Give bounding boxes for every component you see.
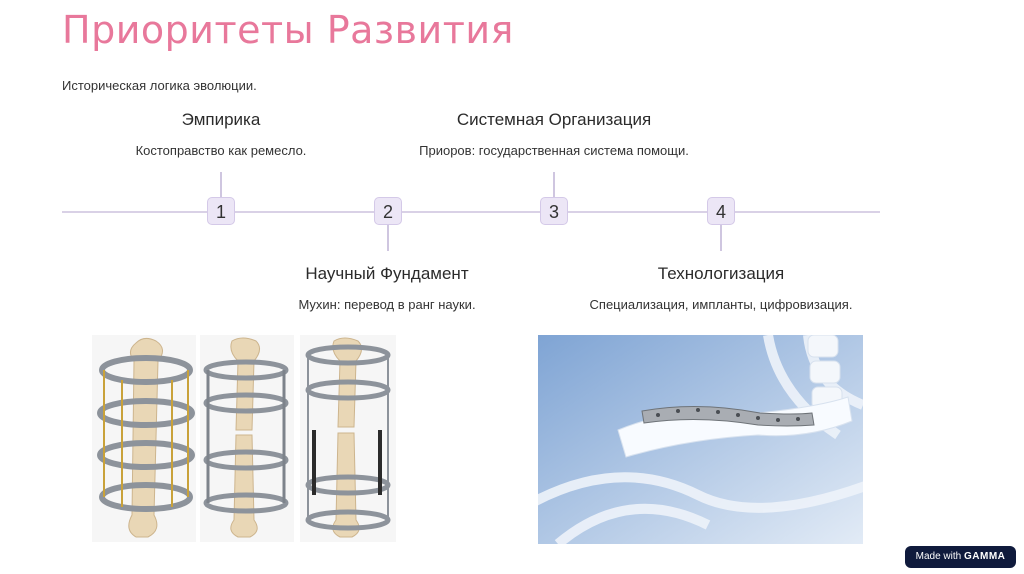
external-fixator-image bbox=[92, 335, 396, 542]
clavicle-implant-image bbox=[538, 335, 863, 544]
step-desc-1: Костоправство как ремесло. bbox=[135, 143, 307, 158]
step-number-1: 1 bbox=[207, 197, 235, 225]
page-subtitle: Историческая логика эволюции. bbox=[62, 78, 257, 93]
step-title-4: Технологизация bbox=[657, 264, 785, 283]
timeline-tick-2 bbox=[387, 225, 389, 251]
step-desc-2: Мухин: перевод в ранг науки. bbox=[298, 297, 476, 312]
timeline-tick-3 bbox=[553, 172, 555, 198]
step-desc-3: Приоров: государственная система помощи. bbox=[419, 143, 689, 158]
step-desc-4: Специализация, импланты, цифровизация. bbox=[589, 297, 853, 312]
timeline-tick-4 bbox=[720, 225, 722, 251]
timeline-line bbox=[62, 211, 880, 213]
timeline-tick-1 bbox=[220, 172, 222, 198]
step-title-2: Научный Фундамент bbox=[305, 264, 469, 283]
page-title: Приоритеты Развития bbox=[62, 8, 514, 52]
step-title-1: Эмпирика bbox=[181, 110, 261, 129]
made-with-gamma-badge[interactable]: Made with GAMMA bbox=[905, 546, 1016, 568]
made-with-label: Made with bbox=[915, 551, 962, 562]
step-number-2: 2 bbox=[374, 197, 402, 225]
gamma-logo: GAMMA bbox=[963, 551, 1006, 562]
step-number-4: 4 bbox=[707, 197, 735, 225]
step-number-3: 3 bbox=[540, 197, 568, 225]
step-title-3: Системная Организация bbox=[456, 110, 652, 129]
